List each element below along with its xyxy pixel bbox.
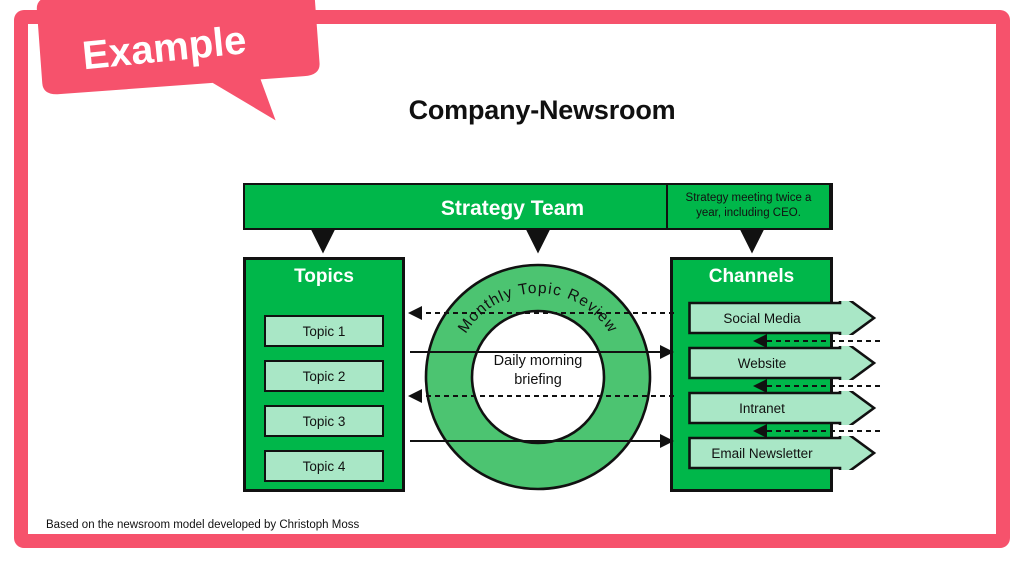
page-title: Company-Newsroom [0, 95, 1024, 126]
strategy-team-bar: Strategy Team Strategy meeting twice a y… [243, 182, 833, 230]
channel-item-social-media[interactable]: Social Media [688, 301, 878, 335]
channel-arrow-shape [688, 391, 877, 425]
topic-item-1[interactable]: Topic 1 [264, 315, 384, 347]
example-ribbon: Example [30, 0, 320, 121]
daily-briefing-label: Daily morning briefing [463, 352, 613, 390]
topics-panel-title: Topics [294, 266, 354, 287]
strategy-meeting-note: Strategy meeting twice a year, including… [666, 182, 831, 230]
topic-item-2[interactable]: Topic 2 [264, 360, 384, 392]
ring-shape: Monthly Topic Review [424, 263, 652, 491]
monthly-topic-review-ring: Monthly Topic Review [423, 262, 653, 492]
channels-panel-title: Channels [708, 266, 795, 287]
daily-briefing-line-1: Daily morning [493, 353, 583, 369]
daily-briefing-line-2: briefing [514, 372, 562, 388]
channel-label-intranet: Intranet [739, 400, 785, 416]
channel-arrow-shape [688, 346, 877, 380]
footer-credit: Based on the newsroom model developed by… [46, 519, 360, 531]
channel-arrow-shape [688, 436, 877, 470]
channel-item-intranet[interactable]: Intranet [688, 391, 878, 425]
page-title-text: Company-Newsroom [408, 95, 676, 125]
channel-label-website: Website [737, 355, 787, 371]
channel-item-website[interactable]: Website [688, 346, 878, 380]
strategy-team-title: Strategy Team [440, 196, 585, 220]
topic-item-3[interactable]: Topic 3 [264, 405, 384, 437]
topics-panel: Topics Topic 1 Topic 2 Topic 3 Topic 4 [243, 257, 405, 492]
channel-label-social-media: Social Media [723, 310, 801, 326]
ribbon-shape [36, 0, 320, 121]
channel-label-email-newsletter: Email Newsletter [711, 445, 813, 461]
topic-item-4[interactable]: Topic 4 [264, 450, 384, 482]
channel-item-email-newsletter[interactable]: Email Newsletter [688, 436, 878, 470]
channel-arrow-shape [688, 301, 877, 335]
